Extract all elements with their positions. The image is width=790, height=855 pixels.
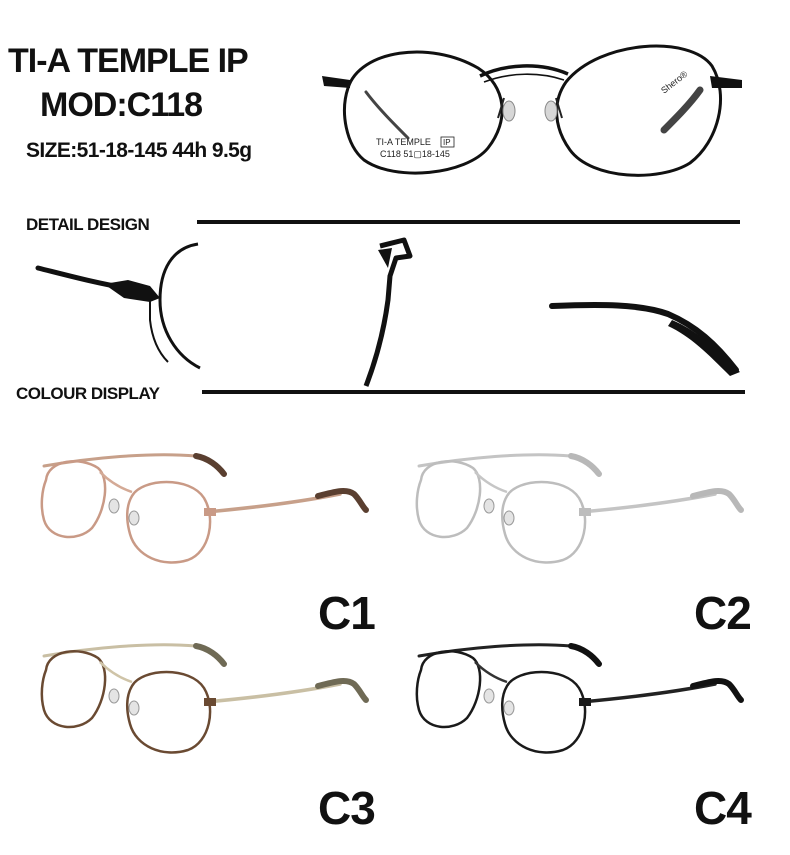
hinge bbox=[204, 508, 216, 516]
bridge bbox=[479, 64, 569, 78]
nose-pad-right bbox=[128, 700, 140, 716]
variant-code-c3: C3 bbox=[318, 782, 376, 834]
nose-pad-left bbox=[483, 498, 495, 514]
far-temple-tip bbox=[193, 453, 227, 477]
bridge bbox=[99, 471, 133, 494]
detail-divider bbox=[197, 220, 740, 224]
size-spec: SIZE:51-18-145 44h 9.5g bbox=[26, 139, 252, 162]
left-lens-rim bbox=[343, 50, 504, 175]
variant-frame-c2 bbox=[415, 453, 744, 564]
left-lens-rim bbox=[415, 650, 482, 729]
nose-pad-left bbox=[108, 688, 120, 704]
variant-frame-c4 bbox=[415, 643, 744, 754]
lens-print-2: C118 51▢18-145 bbox=[380, 149, 450, 159]
variant-frame-c3 bbox=[40, 643, 369, 754]
nose-pad-left bbox=[483, 688, 495, 704]
temple-arm-right bbox=[660, 86, 704, 134]
bridge bbox=[474, 661, 508, 684]
hinge-detail bbox=[35, 242, 201, 370]
temple-tip-detail bbox=[549, 301, 740, 376]
ip-box bbox=[440, 136, 455, 148]
hinge bbox=[579, 698, 591, 706]
variant-code-c2: C2 bbox=[694, 587, 752, 639]
left-hinge bbox=[322, 76, 350, 88]
temple-arm-left bbox=[364, 90, 410, 140]
near-temple-tip bbox=[315, 677, 369, 703]
left-lens-rim bbox=[415, 460, 482, 539]
detail-design-label: DETAIL DESIGN bbox=[26, 215, 150, 234]
detail-design-images bbox=[35, 237, 740, 387]
left-lens-rim bbox=[40, 650, 107, 729]
nosepad-arm-detail bbox=[363, 237, 413, 387]
colour-display-label: COLOUR DISPLAY bbox=[16, 384, 160, 403]
variant-code-c1: C1 bbox=[318, 587, 376, 639]
bridge bbox=[474, 471, 508, 494]
lens-print-ip: IP bbox=[443, 138, 451, 147]
right-hinge bbox=[710, 76, 742, 88]
lens-print-1: TI-A TEMPLE bbox=[376, 137, 431, 147]
right-lens-rim bbox=[555, 44, 722, 177]
nose-pad-right bbox=[128, 510, 140, 526]
right-nose-pad bbox=[544, 100, 558, 122]
nose-pad-right bbox=[503, 510, 515, 526]
bridge bbox=[99, 661, 133, 684]
right-lens-rim bbox=[126, 670, 212, 754]
nose-pad-left bbox=[108, 498, 120, 514]
colour-divider bbox=[202, 390, 745, 394]
hinge bbox=[579, 508, 591, 516]
main-frame-image: Shero® TI-A TEMPLE IP C118 51▢18-145 bbox=[322, 44, 742, 177]
near-temple-tip bbox=[315, 487, 369, 513]
model-title: TI-A TEMPLE IP bbox=[8, 42, 249, 80]
model-number: MOD:C118 bbox=[40, 86, 203, 124]
right-lens-rim bbox=[501, 480, 587, 564]
right-lens-rim bbox=[126, 480, 212, 564]
near-temple-tip bbox=[690, 677, 744, 703]
far-temple-tip bbox=[193, 643, 227, 667]
left-nose-pad bbox=[502, 100, 516, 122]
near-temple-tip bbox=[690, 487, 744, 513]
far-temple-tip bbox=[568, 453, 602, 477]
left-lens-rim bbox=[40, 460, 107, 539]
right-lens-rim bbox=[501, 670, 587, 754]
variant-frame-c1 bbox=[40, 453, 369, 564]
variant-code-c4: C4 bbox=[694, 782, 752, 834]
far-temple-tip bbox=[568, 643, 602, 667]
nose-pad-right bbox=[503, 700, 515, 716]
hinge bbox=[204, 698, 216, 706]
